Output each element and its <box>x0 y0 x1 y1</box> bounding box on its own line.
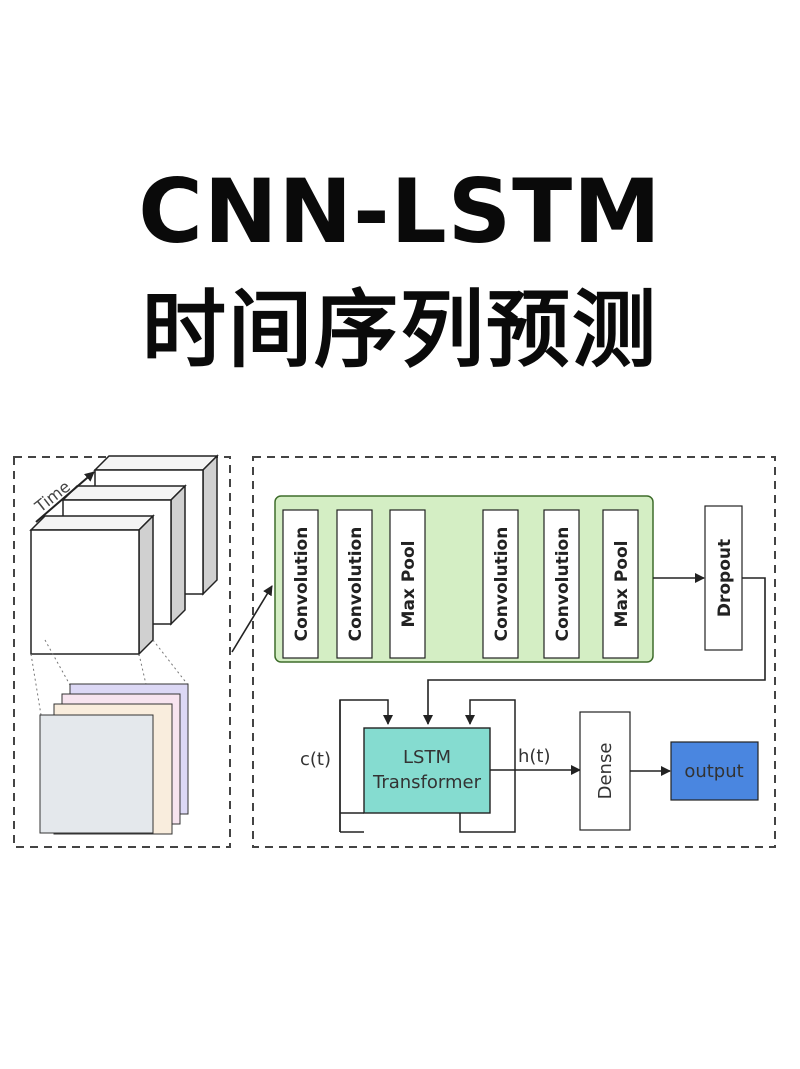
time-frames-stack <box>29 454 219 656</box>
model-panel <box>252 456 776 848</box>
lstm-block: LSTM Transformer <box>363 727 491 814</box>
output-label: output <box>684 761 743 782</box>
dropout-to-lstm-connector <box>423 577 766 725</box>
lstm-label-line1: LSTM <box>403 747 451 768</box>
input-panel <box>13 456 231 848</box>
cnn-layer-2-label: Convolution <box>346 527 366 642</box>
lstm-hidden-state-loop <box>459 699 516 833</box>
cnn-layer-4-label: Convolution <box>492 527 512 642</box>
page-subtitle: 时间序列预测 <box>141 281 658 379</box>
output-node: output <box>670 741 759 801</box>
cnn-block <box>274 495 654 663</box>
page-title: CNN-LSTM <box>138 160 662 263</box>
cnn-layer-3-label: Max Pool <box>399 541 419 628</box>
dense-layer: Dense <box>579 711 631 831</box>
lstm-label-line2: Transformer <box>372 772 482 793</box>
time-arrow <box>35 471 95 523</box>
cnn-layer-6-label: Max Pool <box>612 541 632 628</box>
cnn-layer-6: Max Pool <box>602 509 639 659</box>
cnn-layer-5-label: Convolution <box>553 527 573 642</box>
dropout-label: Dropout <box>715 539 735 617</box>
cnn-layer-1-label: Convolution <box>292 527 312 642</box>
cnn-layer-5: Convolution <box>543 509 580 659</box>
cell-state-label: c(t) <box>300 749 331 770</box>
cnn-layer-2: Convolution <box>336 509 373 659</box>
feature-layers <box>39 683 189 835</box>
cnn-layer-1: Convolution <box>282 509 319 659</box>
cnn-layer-3: Max Pool <box>389 509 426 659</box>
input-to-cnn-arrow <box>231 585 273 653</box>
hidden-state-label: h(t) <box>518 746 551 767</box>
dense-label: Dense <box>595 743 616 800</box>
cnn-layer-4: Convolution <box>482 509 519 659</box>
dropout-layer: Dropout <box>704 505 743 651</box>
